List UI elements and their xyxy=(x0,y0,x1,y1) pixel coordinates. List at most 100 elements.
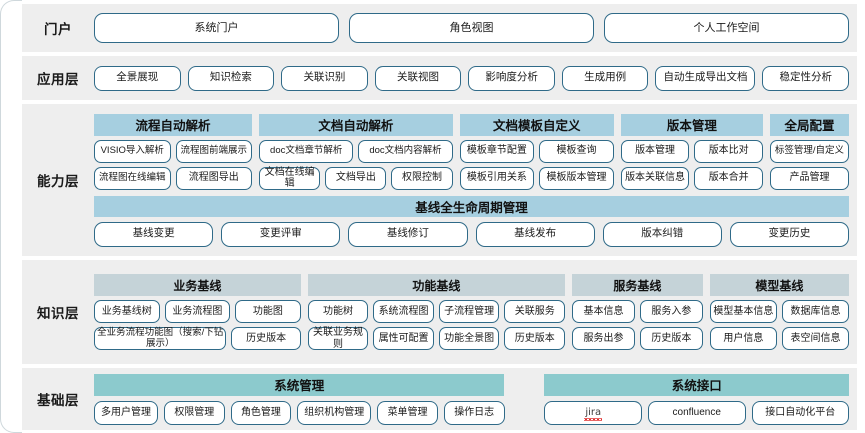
knowledge-group-header-1: 功能基线 xyxy=(307,274,566,296)
foundation-button-0-4[interactable]: 菜单管理 xyxy=(377,400,438,425)
application-button-5[interactable]: 生成用例 xyxy=(561,65,649,91)
portal-button-0[interactable]: 系统门户 xyxy=(94,13,339,43)
knowledge-button-0-0-2[interactable]: 功能图 xyxy=(235,300,301,323)
foundation-button-0-1[interactable]: 权限管理 xyxy=(164,400,225,425)
frame-edge-decoration xyxy=(0,0,22,433)
application-button-7[interactable]: 稳定性分析 xyxy=(762,65,850,91)
application-button-6[interactable]: 自动生成导出文档 xyxy=(655,65,756,91)
knowledge-button-0-0-1[interactable]: 业务流程图 xyxy=(164,300,231,323)
foundation-button-0-3[interactable]: 组织机构管理 xyxy=(297,400,372,425)
portal-button-1[interactable]: 角色视图 xyxy=(349,13,594,43)
knowledge-group-0: 业务基线业务基线树业务流程图功能图全业务流程功能图（搜索/下钻展示）历史版本 xyxy=(94,274,301,350)
knowledge-button-0-0-0[interactable]: 业务基线树 xyxy=(94,300,160,323)
capability-button-3-0-0[interactable]: 版本管理 xyxy=(620,139,690,163)
knowledge-button-1-1-2[interactable]: 功能全景图 xyxy=(438,327,500,350)
capability-button-4-0-0[interactable]: 标签管理/自定义 xyxy=(769,139,849,163)
capability-group-header-3: 版本管理 xyxy=(620,113,763,136)
capability-group-0-row-0: VISIO导入解析流程图前端展示 xyxy=(94,139,253,163)
capability-button-2-0-1[interactable]: 模板查询 xyxy=(539,139,614,163)
knowledge-button-2-1-0[interactable]: 服务出参 xyxy=(572,327,635,350)
knowledge-button-0-1-0[interactable]: 全业务流程功能图（搜索/下钻展示） xyxy=(94,327,227,350)
knowledge-button-0-1-1[interactable]: 历史版本 xyxy=(231,327,301,350)
portal-button-2[interactable]: 个人工作空间 xyxy=(604,13,849,43)
baseline-button-2[interactable]: 基线修订 xyxy=(348,221,468,247)
capability-button-3-1-0[interactable]: 版本关联信息 xyxy=(620,166,690,190)
layer-label-knowledge: 知识层 xyxy=(37,306,79,321)
capability-button-3-0-1[interactable]: 版本比对 xyxy=(694,139,763,163)
knowledge-button-1-0-1[interactable]: 系统流程图 xyxy=(373,300,434,323)
knowledge-group-header-0: 业务基线 xyxy=(94,274,301,296)
knowledge-button-3-0-0[interactable]: 模型基本信息 xyxy=(709,300,777,323)
knowledge-button-3-1-1[interactable]: 表空间信息 xyxy=(781,327,850,350)
foundation-button-1-1[interactable]: confluence xyxy=(647,400,746,425)
capability-group-3-row-1: 版本关联信息版本合并 xyxy=(620,166,763,190)
knowledge-group-2-row-0: 基本信息服务入参 xyxy=(572,300,703,323)
application-button-1[interactable]: 知识检索 xyxy=(187,65,275,91)
application-button-4[interactable]: 影响度分析 xyxy=(468,65,555,91)
knowledge-button-1-0-0[interactable]: 功能树 xyxy=(307,300,369,323)
knowledge-button-1-1-3[interactable]: 历史版本 xyxy=(504,327,566,350)
capability-button-0-1-1[interactable]: 流程图导出 xyxy=(175,166,253,190)
capability-group-4: 全局配置标签管理/自定义产品管理 xyxy=(769,113,849,190)
baseline-lifecycle-row: 基线变更变更评审基线修订基线发布版本纠错变更历史 xyxy=(94,221,850,247)
capability-button-2-0-0[interactable]: 模板章节配置 xyxy=(459,139,535,163)
baseline-lifecycle-header: 基线全生命周期管理 xyxy=(94,195,849,217)
foundation-button-0-5[interactable]: 操作日志 xyxy=(443,400,505,425)
knowledge-button-1-0-2[interactable]: 子流程管理 xyxy=(438,300,500,323)
capability-group-header-1: 文档自动解析 xyxy=(259,113,453,136)
baseline-button-1[interactable]: 变更评审 xyxy=(221,221,341,247)
knowledge-group-header-2: 服务基线 xyxy=(572,274,703,296)
foundation-button-0-2[interactable]: 角色管理 xyxy=(230,400,292,425)
knowledge-button-2-0-0[interactable]: 基本信息 xyxy=(572,300,635,323)
capability-button-0-1-0[interactable]: 流程图在线编辑 xyxy=(94,166,171,190)
knowledge-button-2-0-1[interactable]: 服务入参 xyxy=(639,300,703,323)
application-button-2[interactable]: 关联识别 xyxy=(281,65,368,91)
baseline-button-3[interactable]: 基线发布 xyxy=(475,221,595,247)
knowledge-group-2: 服务基线基本信息服务入参服务出参历史版本 xyxy=(572,274,703,350)
layer-body-application: 全景展现知识检索关联识别关联视图影响度分析生成用例自动生成导出文档稳定性分析 xyxy=(94,65,857,91)
capability-button-0-0-0[interactable]: VISIO导入解析 xyxy=(94,139,171,163)
application-button-3[interactable]: 关联视图 xyxy=(374,65,462,91)
capability-button-3-1-1[interactable]: 版本合并 xyxy=(694,166,763,190)
capability-group-3: 版本管理版本管理版本比对版本关联信息版本合并 xyxy=(620,113,763,190)
knowledge-group-0-row-0: 业务基线树业务流程图功能图 xyxy=(94,300,301,323)
application-item-row: 全景展现知识检索关联识别关联视图影响度分析生成用例自动生成导出文档稳定性分析 xyxy=(94,65,850,91)
capability-button-1-1-2[interactable]: 权限控制 xyxy=(391,166,453,190)
foundation-button-1-2[interactable]: 接口自动化平台 xyxy=(751,400,850,425)
foundation-group-0: 系统管理多用户管理权限管理角色管理组织机构管理菜单管理操作日志 xyxy=(94,373,505,425)
capability-button-2-1-1[interactable]: 模板版本管理 xyxy=(539,166,614,190)
capability-group-2-row-0: 模板章节配置模板查询 xyxy=(459,139,614,163)
baseline-button-5[interactable]: 变更历史 xyxy=(729,221,850,247)
capability-group-header-4: 全局配置 xyxy=(769,113,849,136)
capability-group-3-row-0: 版本管理版本比对 xyxy=(620,139,763,163)
capability-button-1-0-0[interactable]: doc文档章节解析 xyxy=(259,139,354,163)
knowledge-group-1-row-0: 功能树系统流程图子流程管理关联服务 xyxy=(307,300,566,323)
baseline-button-4[interactable]: 版本纠错 xyxy=(602,221,722,247)
knowledge-button-1-1-1[interactable]: 属性可配置 xyxy=(373,327,434,350)
capability-button-0-0-1[interactable]: 流程图前端展示 xyxy=(175,139,253,163)
knowledge-button-1-1-0[interactable]: 关联业务规则 xyxy=(307,327,369,350)
knowledge-group-3: 模型基线模型基本信息数据库信息用户信息表空间信息 xyxy=(709,274,850,350)
knowledge-button-1-0-3[interactable]: 关联服务 xyxy=(504,300,566,323)
capability-button-1-1-0[interactable]: 文档在线编辑 xyxy=(259,166,321,190)
application-button-0[interactable]: 全景展现 xyxy=(94,65,181,91)
layer-label-application: 应用层 xyxy=(37,72,79,87)
capability-button-2-1-0[interactable]: 模板引用关系 xyxy=(459,166,535,190)
knowledge-button-2-1-1[interactable]: 历史版本 xyxy=(639,327,703,350)
knowledge-button-3-1-0[interactable]: 用户信息 xyxy=(709,327,777,350)
capability-button-1-0-1[interactable]: doc文档内容解析 xyxy=(358,139,453,163)
capability-button-4-1-0[interactable]: 产品管理 xyxy=(769,166,849,190)
foundation-button-0-0[interactable]: 多用户管理 xyxy=(94,400,158,425)
capability-button-1-1-1[interactable]: 文档导出 xyxy=(325,166,387,190)
baseline-button-0[interactable]: 基线变更 xyxy=(94,221,214,247)
foundation-button-1-0[interactable]: jira xyxy=(544,400,642,425)
capability-group-0-row-1: 流程图在线编辑流程图导出 xyxy=(94,166,253,190)
knowledge-button-3-0-1[interactable]: 数据库信息 xyxy=(781,300,850,323)
